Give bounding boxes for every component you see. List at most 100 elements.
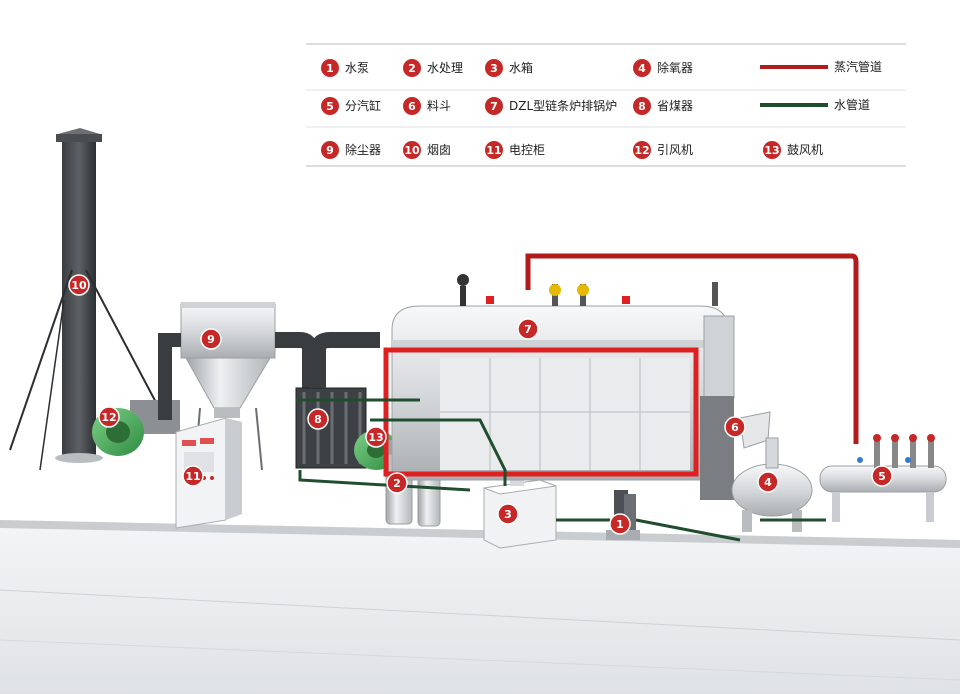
marker-number: 7	[524, 323, 532, 336]
marker-badge	[182, 465, 204, 487]
legend-label: 省煤器	[657, 99, 693, 113]
marker-number: 1	[616, 518, 624, 531]
legend-number: 9	[326, 144, 334, 157]
legend-item: 5 分汽缸	[321, 97, 381, 115]
marker-badge	[200, 328, 222, 350]
legend-number: 6	[408, 100, 416, 113]
water-pipes	[296, 398, 826, 542]
legend-label: 烟囱	[427, 143, 451, 157]
component-marker: 4	[757, 471, 779, 493]
chimney	[9, 128, 161, 471]
legend-number: 5	[326, 100, 334, 113]
marker-badge	[871, 465, 893, 487]
legend-number-badge	[403, 59, 421, 77]
marker-number: 11	[185, 470, 200, 483]
legend-label: 引风机	[657, 143, 693, 157]
legend-label: 电控柜	[509, 143, 545, 157]
legend-number-badge	[321, 97, 339, 115]
legend-item: 11 电控柜	[485, 141, 545, 159]
legend-line-label: 蒸汽管道	[834, 59, 882, 74]
legend-number-badge	[403, 97, 421, 115]
legend-item: 12 引风机	[633, 141, 693, 159]
legend-number: 1	[326, 62, 334, 75]
legend-number-badge	[633, 141, 651, 159]
boiler	[383, 274, 735, 500]
legend-number-badge	[321, 141, 339, 159]
marker-badge	[68, 274, 90, 296]
legend-number: 8	[638, 100, 646, 113]
legend-label: 除尘器	[345, 142, 381, 157]
legend-label: 水箱	[509, 60, 533, 75]
legend-item: 1 水泵	[321, 59, 369, 77]
legend-item: 10 烟囱	[403, 141, 451, 159]
component-marker: 2	[386, 472, 408, 494]
legend-line-item: 水管道	[760, 97, 870, 112]
legend-label: 水泵	[345, 61, 369, 75]
legend-number: 3	[490, 62, 498, 75]
marker-badge	[757, 471, 779, 493]
legend-label: 分汽缸	[345, 98, 381, 113]
legend-line-item: 蒸汽管道	[760, 59, 882, 74]
legend-line-label: 水管道	[834, 97, 870, 112]
marker-badge	[609, 513, 631, 535]
component-marker: 6	[724, 416, 746, 438]
legend-number: 11	[486, 144, 501, 157]
legend-number: 13	[764, 144, 779, 157]
legend-number-badge	[633, 97, 651, 115]
component-markers: 10 9 12 11 8 13 7 6 2 3 1 4 5	[68, 274, 893, 535]
steam-pipe	[525, 253, 859, 444]
marker-badge	[365, 426, 387, 448]
dust-collector	[158, 302, 318, 471]
component-marker: 8	[307, 408, 329, 430]
legend-number-badge	[633, 59, 651, 77]
component-marker: 13	[365, 426, 387, 448]
component-marker: 5	[871, 465, 893, 487]
marker-badge	[307, 408, 329, 430]
marker-number: 2	[393, 477, 401, 490]
water-tank	[483, 478, 557, 549]
legend-number: 2	[408, 62, 416, 75]
marker-number: 9	[207, 333, 215, 346]
component-marker: 7	[517, 318, 539, 340]
component-marker: 10	[68, 274, 90, 296]
marker-number: 8	[314, 413, 322, 426]
marker-badge	[517, 318, 539, 340]
legend-number-badge	[485, 59, 503, 77]
marker-number: 4	[764, 476, 772, 489]
component-marker: 12	[98, 406, 120, 428]
legend-frame	[306, 43, 906, 167]
component-marker: 1	[609, 513, 631, 535]
legend-number-badge	[485, 97, 503, 115]
legend-item: 13 鼓风机	[763, 141, 823, 159]
legend-item: 6 料斗	[403, 97, 451, 115]
legend-number: 10	[404, 144, 420, 157]
legend-number: 12	[634, 144, 649, 157]
legend-number-badge	[321, 59, 339, 77]
legend-item: 2 水处理	[403, 59, 463, 77]
marker-number: 6	[731, 421, 739, 434]
legend-label: 水处理	[427, 61, 463, 75]
component-marker: 3	[497, 503, 519, 525]
marker-number: 10	[71, 279, 87, 292]
legend-number: 4	[638, 62, 646, 75]
legend-number-badge	[403, 141, 421, 159]
floor	[0, 520, 960, 694]
marker-number: 13	[368, 431, 383, 444]
marker-number: 5	[878, 470, 886, 483]
legend-item: 9 除尘器	[321, 141, 381, 159]
marker-badge	[386, 472, 408, 494]
marker-number: 12	[101, 411, 116, 424]
legend-item: 3 水箱	[485, 59, 533, 77]
marker-number: 3	[504, 508, 512, 521]
legend-label: 料斗	[427, 99, 451, 113]
legend-item: 8 省煤器	[633, 97, 693, 115]
legend-label: DZL型链条炉排锅炉	[509, 98, 617, 113]
legend-number-badge	[763, 141, 781, 159]
component-marker: 11	[182, 465, 204, 487]
legend-label: 鼓风机	[787, 143, 823, 157]
